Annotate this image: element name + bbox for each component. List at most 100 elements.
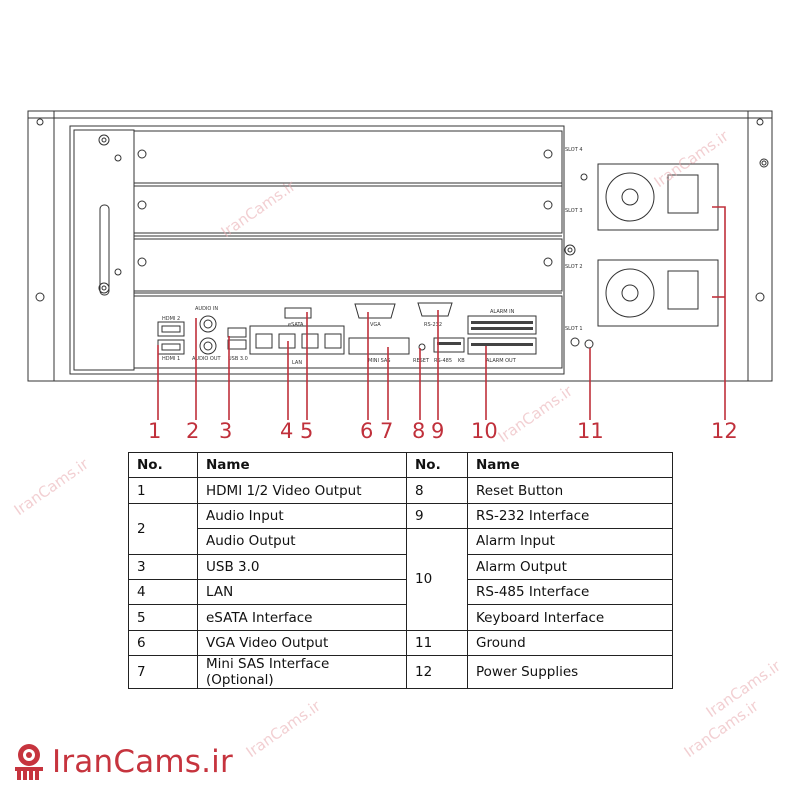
callout-9: 9 [431,419,445,443]
row-no: 5 [128,604,198,631]
kb-label: KB [458,358,465,364]
header-no-left: No. [128,451,198,479]
row-no: 12 [406,655,468,690]
reset-button [418,343,426,351]
usb-label: USB 3.0 [228,356,248,362]
row-name: VGA Video Output [197,629,407,657]
callout-1: 1 [148,419,162,443]
alarm-out-block [467,337,537,355]
row-no: 4 [128,578,198,606]
callout-5: 5 [300,419,314,443]
row-name: Power Supplies [467,655,673,690]
row-no: 2 [128,502,198,555]
usb-port-1 [227,327,247,338]
row-name: Mini SAS Interface (Optional) [197,655,407,690]
audio-out-jack [199,337,217,355]
table-row: 7 Mini SAS Interface (Optional) 12 Power… [128,655,673,690]
mini-sas-label: MINI SAS [368,358,390,364]
watermark: IranCams.ir [242,696,324,762]
row-name: Alarm Output [467,553,673,580]
esata-port [284,307,312,319]
table-header-row: No. Name No. Name [128,451,673,479]
slot-3-label: SLOT 3 [565,208,583,214]
header-name-left: Name [197,451,407,479]
row-name: Audio Output [197,528,407,555]
vga-port [354,303,396,319]
callout-10: 10 [471,419,498,443]
row-name: Audio Input [197,502,407,530]
callout-4: 4 [280,419,294,443]
alarm-in-block [467,315,537,335]
hdmi-1-label: HDMI 1 [162,356,180,362]
table-row: 1 HDMI 1/2 Video Output 8 Reset Button [128,477,673,504]
interface-table: No. Name No. Name 1 HDMI 1/2 Video Outpu… [128,451,673,690]
slot-1-plate [133,295,563,369]
hdmi-2-port [157,321,185,337]
row-no: 1 [128,477,198,504]
row-no: 10 [406,528,468,631]
row-no: 7 [128,655,198,690]
callout-7: 7 [380,419,394,443]
row-no: 3 [128,553,198,580]
row-name: Keyboard Interface [467,604,673,631]
lan-label: LAN [292,360,302,366]
table-row: 2 Audio Input 9 RS-232 Interface [128,502,673,555]
mini-sas-port [348,337,410,355]
table-row: 5 eSATA Interface Keyboard Interface [128,604,673,631]
power-supply-1 [597,163,719,231]
camera-logo-icon [15,744,43,780]
audio-in-label: AUDIO IN [195,306,218,312]
callout-3: 3 [219,419,233,443]
slot-1-label: SLOT 1 [565,326,583,332]
row-name: USB 3.0 [197,553,407,580]
slot-4-label: SLOT 4 [565,147,583,153]
power-supply-2 [597,259,719,327]
row-name: Alarm Input [467,528,673,555]
hdmi-2-label: HDMI 2 [162,316,180,322]
esata-label: eSATA [288,322,304,328]
rear-panel-diagram: SLOT 4 SLOT 3 SLOT 2 SLOT 1 HDMI 2 HDMI … [27,110,773,443]
alarm-in-label: ALARM IN [490,309,515,315]
callout-8: 8 [412,419,426,443]
vga-label: VGA [370,322,381,328]
row-name: Reset Button [467,477,673,504]
rs232-label: RS-232 [424,322,442,328]
callout-6: 6 [360,419,374,443]
table-row: 3 USB 3.0 Alarm Output [128,553,673,580]
lan-block [249,325,345,355]
brand-name: IranCams.ir [52,744,233,780]
header-name-right: Name [467,451,673,479]
table-row: 4 LAN RS-485 Interface [128,578,673,606]
chassis-outline [27,110,773,382]
row-no: 11 [406,629,468,657]
alarm-out-label: ALARM OUT [486,358,517,364]
audio-in-jack [199,315,217,333]
rs485-block [433,337,465,353]
audio-out-label: AUDIO OUT [192,356,222,362]
slot-4-plate [133,130,563,184]
reset-label: RESET [413,358,430,364]
ground-screw [584,339,594,349]
row-name: Ground [467,629,673,657]
callout-2: 2 [186,419,200,443]
row-name: RS-232 Interface [467,502,673,530]
slot-2-label: SLOT 2 [565,264,583,270]
table-row: Audio Output 10 Alarm Input [129,528,673,631]
slot-3-plate [133,182,563,234]
row-name: LAN [197,578,407,606]
header-no-right: No. [406,451,468,479]
rear-panel-drawing: SLOT 4 SLOT 3 SLOT 2 SLOT 1 HDMI 2 HDMI … [27,110,773,420]
slot-2-plate [133,238,563,292]
table-row: 6 VGA Video Output 11 Ground [128,629,673,657]
rs232-port [417,302,453,317]
callout-12: 12 [711,419,738,443]
row-no: 8 [406,477,468,504]
row-name: eSATA Interface [197,604,407,631]
row-no: 9 [406,502,468,530]
row-no: 6 [128,629,198,657]
usb-port-2 [227,339,247,350]
callout-11: 11 [577,419,604,443]
row-name: RS-485 Interface [467,578,673,606]
watermark: IranCams.ir [10,454,92,520]
rs485-label: RS-485 [434,358,452,364]
